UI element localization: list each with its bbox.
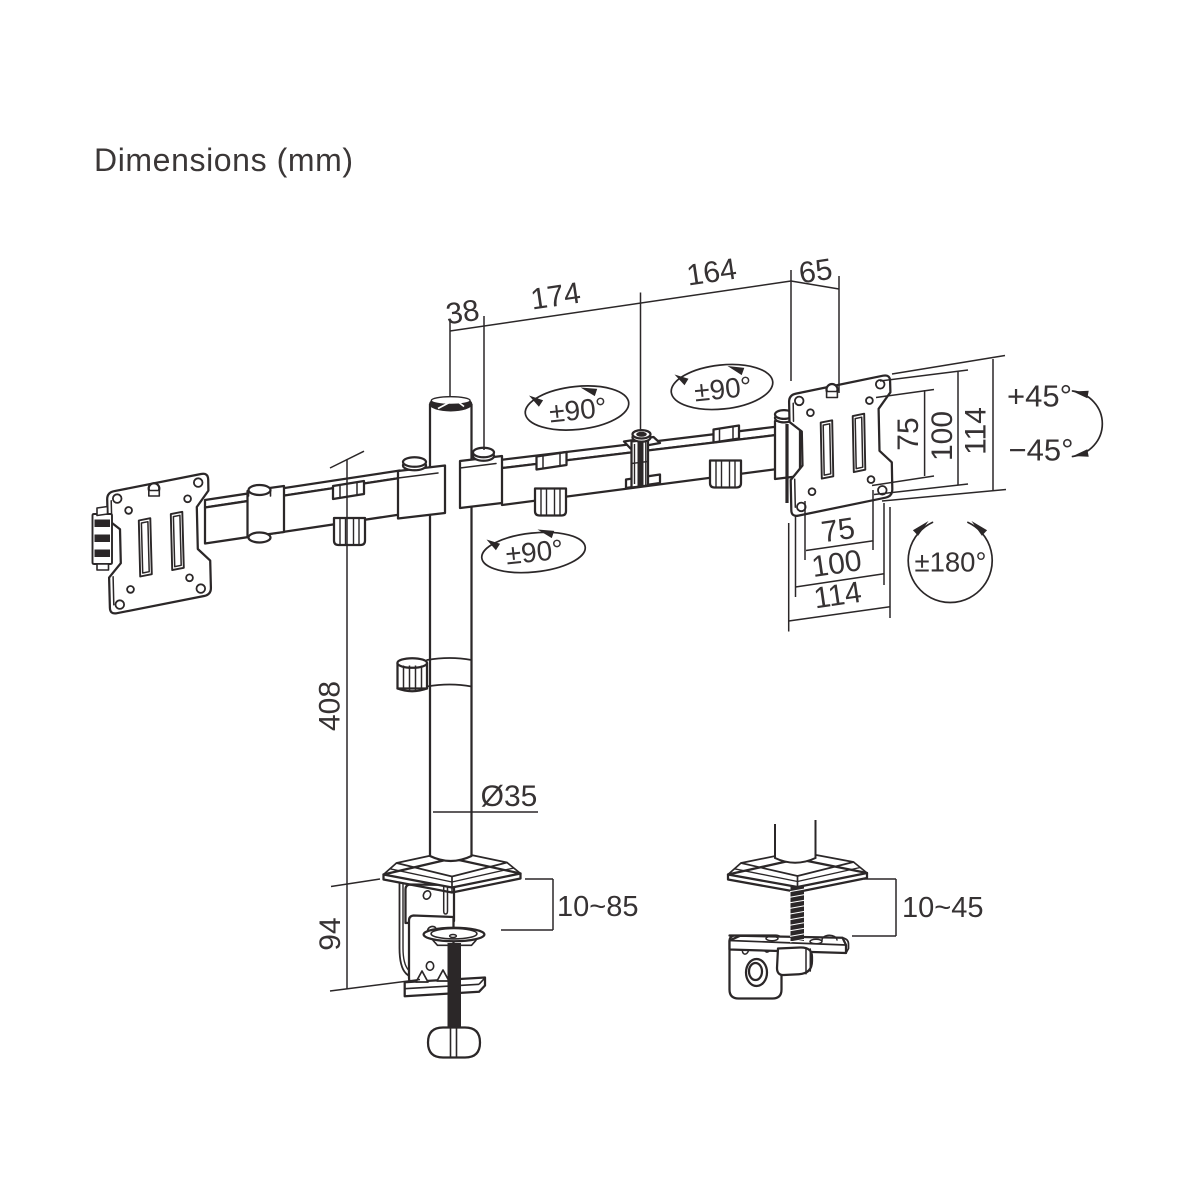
svg-text:100: 100 [926, 411, 959, 461]
svg-text:+45°: +45° [1007, 379, 1072, 414]
svg-text:164: 164 [684, 253, 738, 293]
svg-text:114: 114 [812, 576, 864, 616]
svg-text:Ø35: Ø35 [481, 780, 538, 813]
svg-text:65: 65 [797, 253, 835, 290]
svg-text:75: 75 [819, 512, 857, 549]
svg-text:±90°: ±90° [693, 371, 754, 408]
svg-text:10~85: 10~85 [557, 891, 638, 923]
svg-text:10~45: 10~45 [902, 892, 983, 924]
svg-text:94: 94 [314, 917, 347, 950]
svg-text:408: 408 [313, 681, 346, 731]
svg-text:100: 100 [809, 544, 863, 584]
svg-text:38: 38 [444, 294, 482, 331]
svg-text:114: 114 [959, 407, 992, 455]
svg-text:174: 174 [528, 277, 582, 317]
svg-text:±180°: ±180° [915, 547, 987, 578]
svg-text:±90°: ±90° [548, 392, 609, 429]
svg-text:Dimensions (mm): Dimensions (mm) [94, 142, 354, 178]
svg-text:75: 75 [892, 417, 925, 450]
svg-text:±90°: ±90° [504, 534, 565, 571]
svg-text:−45°: −45° [1009, 433, 1074, 468]
